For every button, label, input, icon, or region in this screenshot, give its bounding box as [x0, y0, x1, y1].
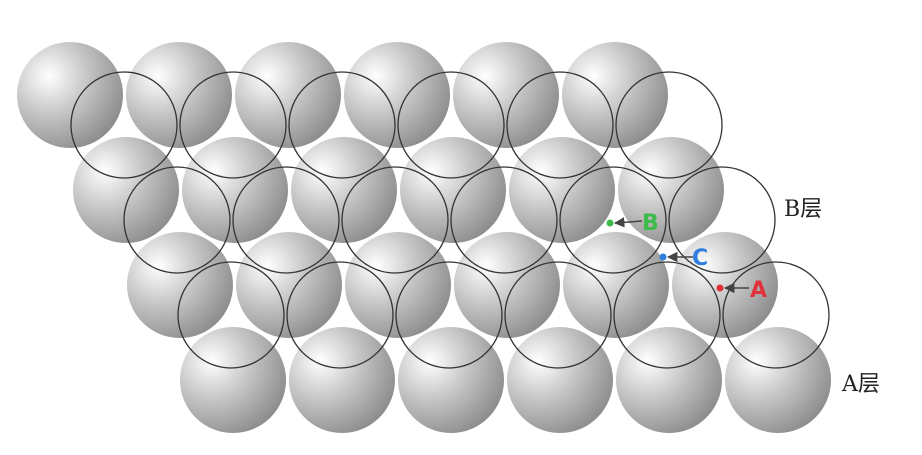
layer-a-label: A层	[841, 372, 880, 397]
layer-b-sphere-outline	[232, 166, 340, 274]
layer-a-sphere	[180, 327, 286, 433]
layer-a-sphere	[127, 232, 233, 338]
site-b-dot	[606, 219, 614, 227]
layer-b-label: B层	[784, 197, 822, 222]
site-b-arrow	[613, 217, 643, 228]
layer-b-sphere-outline	[286, 261, 394, 369]
layer-a-sphere	[562, 42, 668, 148]
layer-b-sphere-outline	[395, 261, 503, 369]
layer-b-sphere-outline	[722, 261, 830, 369]
layer-b-sphere-outline	[504, 261, 612, 369]
layer-a-sphere	[725, 327, 831, 433]
layer-a-sphere	[235, 42, 341, 148]
layer-b-sphere-outline	[123, 166, 231, 274]
layer-a-sphere	[17, 42, 123, 148]
layer-b-sphere-outline	[288, 71, 396, 179]
layer-b-sphere-outline	[70, 71, 178, 179]
layer-a-sphere	[398, 327, 504, 433]
layer-a-sphere	[507, 327, 613, 433]
layer-a-sphere	[344, 42, 450, 148]
site-c-dot	[659, 253, 667, 261]
layer-b-outlines	[70, 71, 830, 369]
site-c-label: C	[692, 246, 708, 271]
layer-a-sphere	[73, 137, 179, 243]
layer-b-sphere-outline	[177, 261, 285, 369]
layer-a-sphere	[563, 232, 669, 338]
site-a-label: A	[750, 278, 767, 303]
layer-a-sphere	[182, 137, 288, 243]
layer-b-sphere-outline	[668, 166, 776, 274]
layer-a-sphere	[400, 137, 506, 243]
layer-b-sphere-outline	[559, 166, 667, 274]
layer-a-sphere	[618, 137, 724, 243]
layer-a-sphere	[453, 42, 559, 148]
layer-a-sphere	[291, 137, 397, 243]
layer-b-sphere-outline	[397, 71, 505, 179]
layer-a-sphere	[289, 327, 395, 433]
layer-b-sphere-outline	[615, 71, 723, 179]
layer-a-sphere	[236, 232, 342, 338]
layer-a-sphere	[509, 137, 615, 243]
layer-a-sphere	[616, 327, 722, 433]
site-b-label: B	[642, 211, 659, 236]
layer-a-sphere	[345, 232, 451, 338]
layer-b-sphere-outline	[179, 71, 287, 179]
layer-a-sphere	[126, 42, 232, 148]
layer-b-sphere-outline	[450, 166, 558, 274]
layer-a-sphere	[454, 232, 560, 338]
layer-b-sphere-outline	[341, 166, 449, 274]
layer-a-spheres	[17, 42, 831, 433]
layer-b-sphere-outline	[506, 71, 614, 179]
site-markers: B C A	[606, 211, 767, 303]
site-a-dot	[716, 284, 724, 292]
